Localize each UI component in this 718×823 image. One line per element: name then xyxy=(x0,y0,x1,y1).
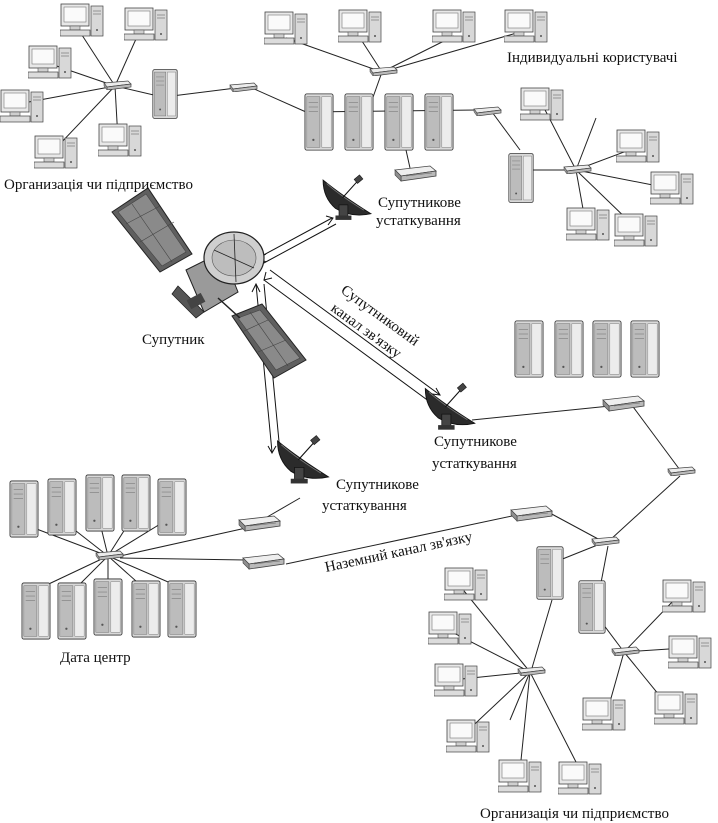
label-org-bottom-right: Организація чи підприємство xyxy=(480,806,669,822)
tower-server-icon xyxy=(9,480,39,538)
tower-server-icon xyxy=(93,578,123,636)
desktop-computer-icon xyxy=(446,719,490,753)
router-icon xyxy=(510,505,553,522)
satellite-dish-icon xyxy=(322,174,372,221)
desktop-computer-icon xyxy=(566,207,610,241)
desktop-computer-icon xyxy=(504,9,548,43)
network-hub-icon xyxy=(667,466,696,476)
label-sat-equipment-3b: устаткування xyxy=(322,498,407,514)
router-icon xyxy=(394,165,437,182)
satellite-icon xyxy=(111,187,307,379)
network-hub-icon xyxy=(473,106,502,116)
desktop-computer-icon xyxy=(444,567,488,601)
tower-server-icon xyxy=(121,474,151,532)
desktop-computer-icon xyxy=(558,761,602,795)
tower-server-icon xyxy=(304,93,334,151)
desktop-computer-icon xyxy=(650,171,694,205)
tower-server-icon xyxy=(630,320,660,378)
label-data-center: Дата центр xyxy=(60,650,131,666)
router-icon xyxy=(242,553,285,570)
desktop-computer-icon xyxy=(98,123,142,157)
network-hub-icon xyxy=(517,666,546,676)
tower-server-icon xyxy=(57,582,87,640)
desktop-computer-icon xyxy=(34,135,78,169)
tower-server-icon xyxy=(152,69,178,119)
desktop-computer-icon xyxy=(0,89,44,123)
tower-server-icon xyxy=(344,93,374,151)
server-row-right xyxy=(514,320,696,476)
org-top-left-group xyxy=(0,3,258,169)
label-sat-equipment-2b: устаткування xyxy=(432,456,517,472)
desktop-computer-icon xyxy=(434,663,478,697)
desktop-computer-icon xyxy=(520,87,564,121)
network-hub-icon xyxy=(369,66,398,76)
desktop-computer-icon xyxy=(654,691,698,725)
tower-server-icon xyxy=(157,478,187,536)
desktop-computer-icon xyxy=(498,759,542,793)
router-icon xyxy=(238,515,281,532)
tower-server-icon xyxy=(592,320,622,378)
tower-server-icon xyxy=(47,478,77,536)
label-sat-equipment-2a: Супутникове xyxy=(434,434,517,450)
desktop-computer-icon xyxy=(338,9,382,43)
tower-server-icon xyxy=(384,93,414,151)
label-sat-equipment-1b: устаткування xyxy=(376,213,461,229)
desktop-computer-icon xyxy=(582,697,626,731)
desktop-computer-icon xyxy=(432,9,476,43)
network-hub-icon xyxy=(591,536,620,546)
tower-server-icon xyxy=(514,320,544,378)
router-icon xyxy=(602,395,645,412)
label-sat-equipment-1a: Супутникове xyxy=(378,195,461,211)
individual-users-group xyxy=(264,9,548,182)
tower-server-icon xyxy=(508,153,534,203)
org-right-group xyxy=(508,87,694,247)
tower-server-icon xyxy=(131,580,161,638)
network-hub-icon xyxy=(229,82,258,92)
desktop-computer-icon xyxy=(264,11,308,45)
tower-server-icon xyxy=(536,546,564,600)
tower-server-icon xyxy=(578,580,606,634)
data-center-group xyxy=(9,474,285,640)
desktop-computer-icon xyxy=(28,45,72,79)
tower-server-icon xyxy=(554,320,584,378)
label-sat-equipment-3a: Супутникове xyxy=(336,477,419,493)
tower-server-icon xyxy=(85,474,115,532)
desktop-computer-icon xyxy=(124,7,168,41)
tower-server-icon xyxy=(424,93,454,151)
label-org-top-left: Организація чи підприємство xyxy=(4,177,193,193)
tower-server-icon xyxy=(21,582,51,640)
satellite-dish-icon xyxy=(276,434,330,485)
label-satellite: Супутник xyxy=(142,332,205,348)
desktop-computer-icon xyxy=(662,579,706,613)
network-hub-icon xyxy=(611,646,640,656)
desktop-computer-icon xyxy=(668,635,712,669)
desktop-computer-icon xyxy=(616,129,660,163)
desktop-computer-icon xyxy=(614,213,658,247)
network-hub-icon xyxy=(95,550,124,560)
label-individual-users: Індивидуальні користувачі xyxy=(507,50,678,66)
tower-server-icon xyxy=(167,580,197,638)
desktop-computer-icon xyxy=(428,611,472,645)
desktop-computer-icon xyxy=(60,3,104,37)
org-bottom-right-group xyxy=(428,505,712,795)
